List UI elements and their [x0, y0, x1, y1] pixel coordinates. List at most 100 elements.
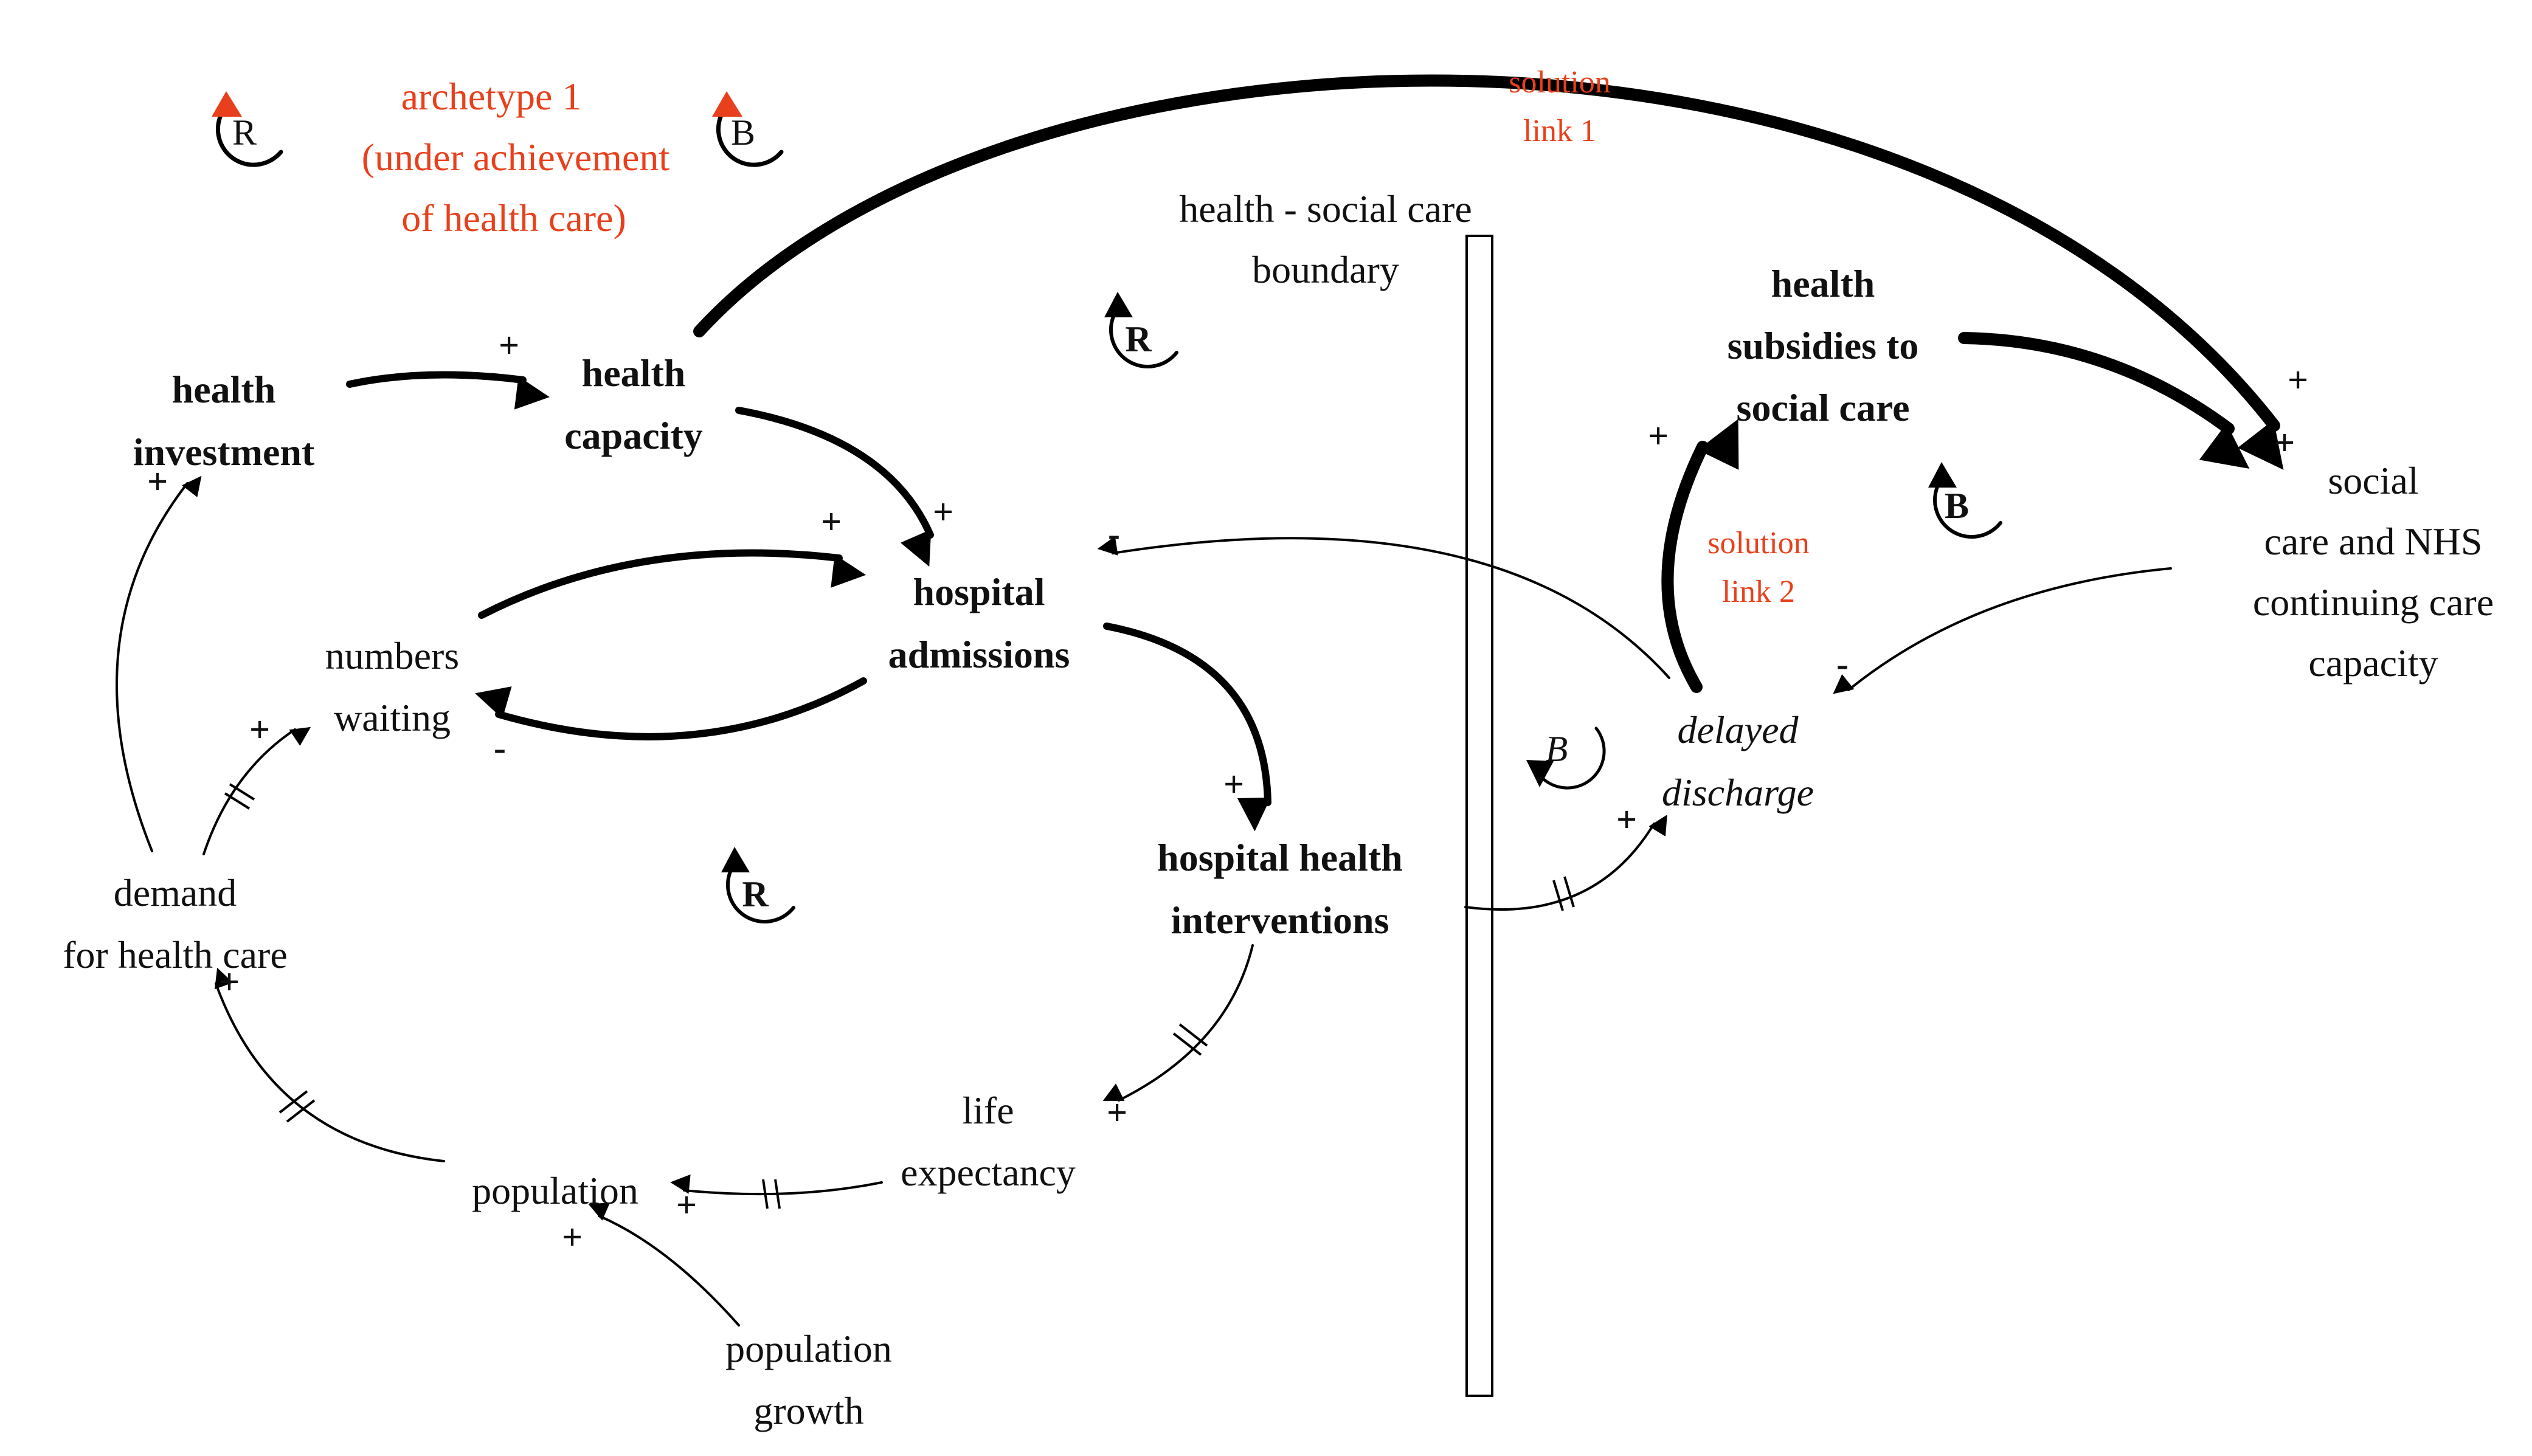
- svg-text:boundary: boundary: [1252, 248, 1399, 291]
- polarity-minus: -: [1836, 644, 1849, 684]
- svg-text:social care: social care: [1737, 386, 1910, 429]
- svg-text:health - social care: health - social care: [1179, 187, 1472, 230]
- polarity-plus: +: [933, 492, 953, 532]
- svg-text:solution: solution: [1707, 526, 1810, 561]
- svg-text:health: health: [172, 368, 276, 411]
- link-population-to-demand: [215, 967, 445, 1162]
- svg-text:life: life: [962, 1089, 1014, 1132]
- polarity-plus: +: [249, 709, 270, 750]
- node-population-growth: population growth: [725, 1327, 892, 1432]
- svg-text:numbers: numbers: [325, 634, 459, 677]
- node-hospital-admissions: hospital admissions: [888, 570, 1070, 676]
- link-delayed-to-subsidies: [1661, 419, 1739, 693]
- svg-text:delayed: delayed: [1678, 708, 1799, 751]
- polarity-plus: +: [1616, 799, 1637, 840]
- svg-text:link 2: link 2: [1722, 574, 1795, 609]
- node-hospital-health-interventions: hospital health interventions: [1157, 836, 1403, 942]
- svg-text:health: health: [582, 351, 686, 395]
- delay-mark: [762, 1179, 769, 1209]
- loop-indicator-r-top: R: [1104, 292, 1178, 368]
- svg-text:investment: investment: [133, 430, 315, 474]
- node-delayed-discharge: delayed discharge: [1662, 708, 1814, 814]
- link-admissions-to-interventions: [1103, 623, 1271, 832]
- delay-mark: [1552, 880, 1564, 911]
- link-demand-to-investment: [116, 475, 202, 852]
- polarity-plus: +: [219, 962, 240, 1002]
- svg-text:R: R: [1125, 319, 1152, 359]
- svg-text:population: population: [472, 1169, 638, 1212]
- svg-text:growth: growth: [753, 1389, 863, 1432]
- svg-text:demand: demand: [114, 871, 237, 914]
- loop-indicator-b-right: B: [1928, 462, 2002, 539]
- svg-text:expectancy: expectancy: [901, 1151, 1076, 1194]
- svg-text:hospital: hospital: [913, 570, 1045, 613]
- svg-text:archetype 1: archetype 1: [401, 75, 582, 118]
- svg-text:population: population: [725, 1327, 892, 1370]
- link-interventions-to-life: [1102, 944, 1254, 1102]
- svg-text:interventions: interventions: [1171, 899, 1389, 942]
- polarity-minus: -: [1108, 514, 1120, 554]
- svg-text:B: B: [731, 112, 755, 153]
- delay-mark: [774, 1179, 781, 1209]
- delay-mark: [229, 783, 255, 801]
- delay-mark: [1172, 1032, 1202, 1056]
- link-social-care-to-delayed: [1833, 567, 2172, 694]
- link-investment-to-capacity: [346, 371, 550, 410]
- node-life-expectancy: life expectancy: [901, 1089, 1076, 1194]
- delay-mark: [1178, 1023, 1208, 1047]
- link-subsidies-to-social-care: [1958, 332, 2250, 469]
- health-social-care-boundary-bar: [1465, 235, 1493, 1397]
- svg-text:admissions: admissions: [888, 633, 1070, 676]
- polarity-plus: +: [2288, 360, 2308, 400]
- svg-text:social: social: [2328, 459, 2418, 502]
- svg-text:continuing care: continuing care: [2253, 581, 2494, 624]
- node-demand-for-health-care: demand for health care: [63, 871, 288, 976]
- boundary-label: health - social care boundary: [1179, 187, 1472, 291]
- polarity-plus: +: [1107, 1092, 1127, 1133]
- svg-text:capacity: capacity: [564, 414, 703, 457]
- link-growth-to-population: [588, 1202, 740, 1327]
- link-capacity-to-social-care: [693, 74, 2284, 470]
- polarity-plus: +: [676, 1185, 697, 1225]
- polarity-plus: +: [499, 325, 519, 365]
- loop-indicator-r-mid: R: [721, 847, 795, 923]
- delay-mark: [286, 1099, 316, 1123]
- link-admissions-to-waiting: [475, 677, 867, 740]
- loop-indicator-b-italic: B: [1526, 726, 1606, 790]
- delay-mark: [224, 792, 251, 810]
- svg-text:(under achievement: (under achievement: [362, 136, 670, 179]
- node-health-subsidies-to-social-care: health subsidies to social care: [1728, 262, 1919, 429]
- svg-text:solution: solution: [1509, 65, 1611, 100]
- svg-text:link 1: link 1: [1523, 114, 1596, 148]
- svg-text:B: B: [1546, 729, 1568, 769]
- polarity-plus: +: [562, 1217, 583, 1257]
- node-social-care-capacity: social care and NHS continuing care capa…: [2253, 459, 2494, 685]
- svg-text:discharge: discharge: [1662, 771, 1814, 814]
- loop-indicator-archetype-b: B: [712, 91, 784, 167]
- link-interventions-to-delayed: [1464, 815, 1667, 911]
- solution-link-2-label: solution link 2: [1707, 526, 1810, 609]
- svg-text:R: R: [742, 874, 769, 914]
- svg-text:waiting: waiting: [334, 696, 451, 739]
- polarity-plus: +: [1648, 416, 1669, 456]
- svg-text:subsidies to: subsidies to: [1728, 324, 1919, 367]
- link-delayed-to-admissions: [1097, 536, 1670, 679]
- svg-text:B: B: [1945, 486, 1969, 526]
- delay-mark: [1563, 876, 1575, 908]
- link-demand-to-waiting: [202, 726, 311, 855]
- loop-indicator-archetype-r: R: [212, 91, 283, 167]
- delay-mark: [278, 1090, 308, 1114]
- polarity-plus: +: [821, 502, 842, 542]
- polarity-plus: +: [147, 461, 168, 502]
- link-life-to-population: [670, 1174, 883, 1196]
- polarity-plus: +: [2274, 423, 2295, 463]
- archetype-label: archetype 1 (under achievement of health…: [362, 75, 670, 240]
- svg-text:R: R: [232, 112, 257, 153]
- svg-text:capacity: capacity: [2308, 641, 2438, 685]
- node-health-capacity: health capacity: [564, 351, 703, 457]
- node-numbers-waiting: numbers waiting: [325, 634, 459, 739]
- polarity-minus: -: [494, 728, 506, 768]
- solution-link-1-label: solution link 1: [1509, 65, 1611, 148]
- polarity-plus: +: [1223, 764, 1244, 804]
